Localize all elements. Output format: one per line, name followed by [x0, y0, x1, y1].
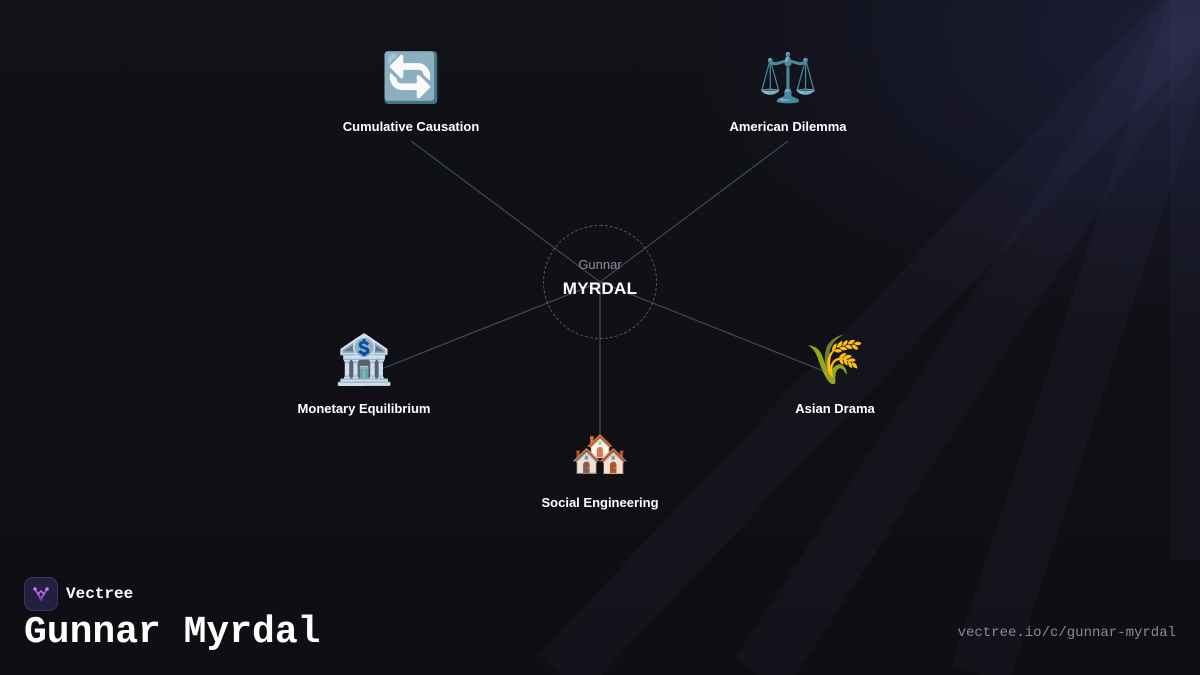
bank-icon: 🏦 [334, 332, 394, 388]
node-label: Social Engineering [541, 495, 659, 510]
brand-name: Vectree [66, 585, 134, 603]
vectree-logo-icon [24, 577, 58, 611]
brand[interactable]: Vectree [24, 577, 133, 611]
node-american-dilemma[interactable]: ⚖️ American Dilemma [678, 50, 898, 135]
node-label: American Dilemma [729, 119, 847, 134]
node-label: Asian Drama [795, 401, 875, 416]
page-url[interactable]: vectree.io/c/gunnar-myrdal [957, 625, 1176, 641]
cycle-arrows-icon: 🔄 [381, 50, 441, 106]
node-asian-drama[interactable]: 🌾 Asian Drama [725, 332, 945, 417]
center-last-name: MYRDAL [562, 279, 638, 298]
rice-sheaf-icon: 🌾 [805, 332, 865, 388]
node-cumulative-causation[interactable]: 🔄 Cumulative Causation [301, 50, 521, 135]
node-label: Monetary Equilibrium [297, 401, 431, 416]
page-title: Gunnar Myrdal [24, 611, 321, 654]
center-first-name: Gunnar [578, 257, 622, 272]
node-social-engineering[interactable]: 🏘️ Social Engineering [490, 426, 710, 511]
node-monetary-equilibrium[interactable]: 🏦 Monetary Equilibrium [254, 332, 474, 417]
balance-scale-icon: ⚖️ [758, 50, 818, 106]
center-node[interactable]: Gunnar MYRDAL [543, 225, 657, 339]
node-label: Cumulative Causation [342, 119, 480, 134]
houses-icon: 🏘️ [570, 426, 630, 482]
